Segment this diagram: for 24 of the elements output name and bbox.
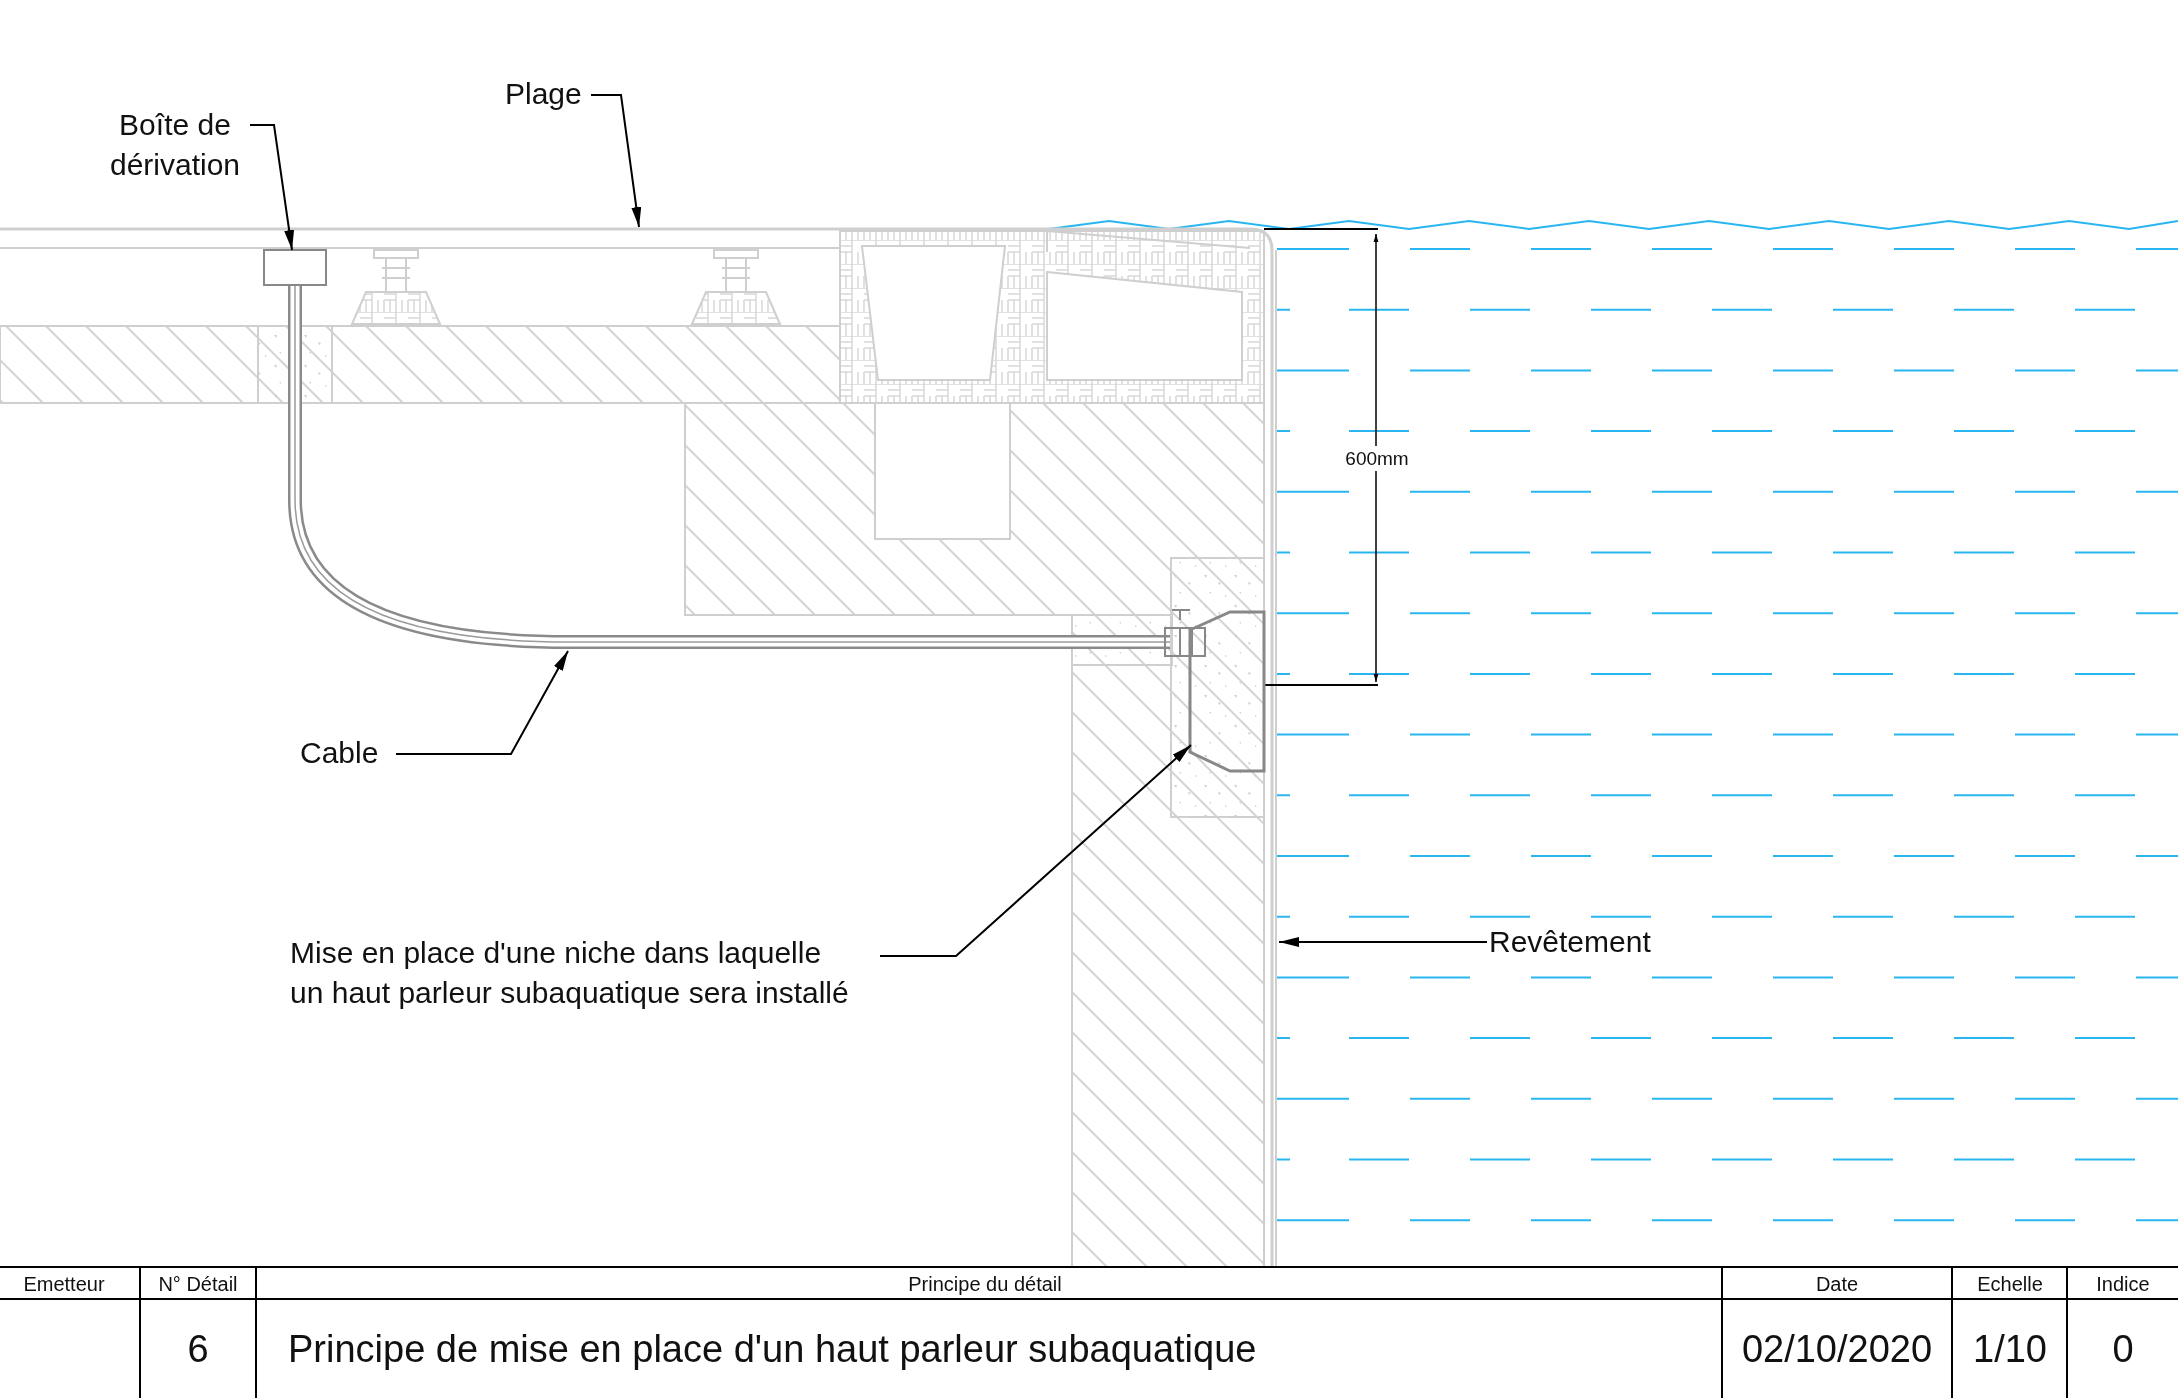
scale-text: 1/10 bbox=[1973, 1327, 2047, 1371]
column-header: Date bbox=[1815, 1272, 1859, 1297]
detail-number: 6 bbox=[187, 1327, 209, 1371]
junction-box bbox=[263, 249, 327, 286]
dimension-text: 600mm bbox=[1343, 445, 1411, 471]
callout-label: Boîte de dérivation bbox=[100, 105, 250, 185]
callout-label: Revêtement bbox=[1489, 922, 1664, 962]
date-text: 02/10/2020 bbox=[1741, 1327, 1933, 1371]
leader-line bbox=[395, 650, 569, 755]
column-header: Emetteur bbox=[23, 1272, 105, 1297]
callout-label: Plage bbox=[505, 74, 591, 114]
speaker-niche-housing bbox=[1188, 610, 1266, 773]
drawing-title: Principe de mise en place d'un haut parleur subaquatique bbox=[288, 1327, 1257, 1371]
column-header: Indice bbox=[2096, 1272, 2150, 1297]
callout-note: Mise en place d'une niche dans laquelle un haut parleur subaquatique sera installé bbox=[290, 933, 855, 1013]
callout-label: Cable bbox=[300, 733, 395, 773]
revision-index: 0 bbox=[2112, 1327, 2134, 1371]
column-header: Echelle bbox=[1977, 1272, 2043, 1297]
column-header: N° Détail bbox=[158, 1272, 238, 1297]
leader-line bbox=[879, 744, 1192, 957]
leader-line bbox=[590, 94, 642, 228]
column-header: Principe du détail bbox=[908, 1272, 1062, 1297]
leader-line bbox=[1278, 937, 1488, 947]
leader-line bbox=[249, 124, 295, 251]
